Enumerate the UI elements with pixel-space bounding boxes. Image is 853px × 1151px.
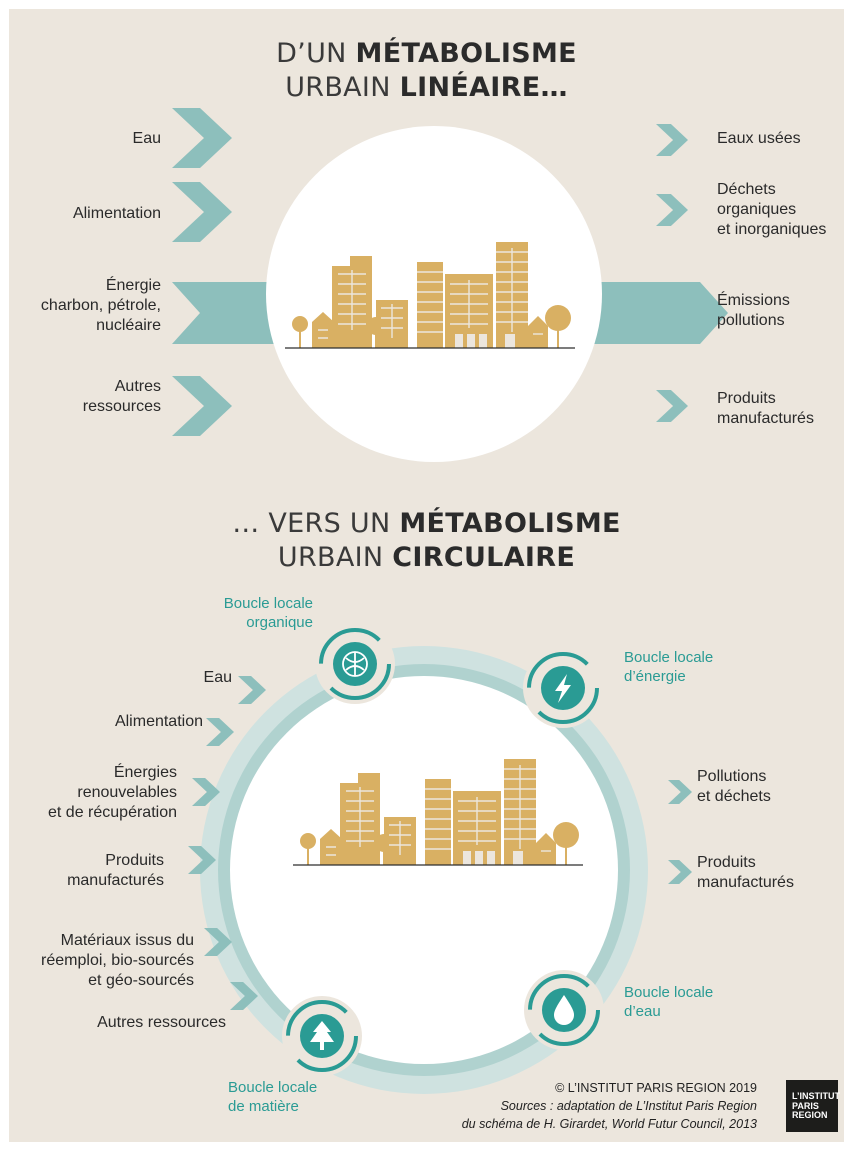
lightning-icon	[555, 674, 571, 703]
loop-organique-label: Boucle locale organique	[224, 594, 313, 632]
copyright: © L’INSTITUT PARIS REGION 2019	[555, 1081, 757, 1095]
title-linear-bold-2: LINÉAIRE…	[399, 72, 568, 103]
linear-output-arrows	[656, 124, 688, 422]
output-emissions-line1: Émissions	[717, 292, 790, 309]
loop-organique-line1: Boucle locale	[223, 595, 313, 612]
loop-energie-label: Boucle locale d’énergie	[624, 648, 713, 686]
loop-organique-badge	[315, 624, 395, 704]
output-dechets-line3: et inorganiques	[717, 221, 827, 238]
circ-output-pollutions-line1: Pollutions	[697, 768, 767, 785]
input-autres-line1: Autres	[114, 378, 161, 395]
loop-eau-label: Boucle locale d’eau	[624, 983, 713, 1021]
loop-matiere-label: Boucle locale de matière	[228, 1078, 317, 1116]
input-eau: Eau	[132, 130, 161, 147]
input-autres-line2: ressources	[82, 398, 161, 415]
circ-input-energies-line3: et de récupération	[48, 804, 177, 821]
logo-line1: L’INSTITUT	[792, 1091, 840, 1101]
loop-energie-line2: d’énergie	[624, 668, 686, 685]
circ-input-produits-line1: Produits	[105, 852, 164, 869]
circ-input-materiaux: Matériaux issus du réemploi, bio-sourcés…	[41, 931, 194, 991]
output-emissions-line2: pollutions	[717, 312, 785, 329]
circ-output-produits: Produits manufacturés	[697, 853, 794, 893]
circular-output-arrows	[668, 780, 692, 884]
title-circular-bold-2: CIRCULAIRE	[392, 542, 576, 573]
sources-line2: du schéma de H. Girardet, World Futur Co…	[461, 1117, 757, 1131]
circ-input-materiaux-line1: Matériaux issus du	[60, 932, 194, 949]
arrow-eaux-usees	[656, 124, 688, 156]
loop-eau-line1: Boucle locale	[624, 984, 714, 1001]
input-energie-line1: Énergie	[105, 277, 161, 294]
output-dechets-line2: organiques	[717, 201, 797, 218]
loop-matiere-line1: Boucle locale	[228, 1079, 318, 1096]
input-energie: Énergie charbon, pétrole, nucléaire	[41, 276, 161, 336]
institut-logo: L’INSTITUT PARIS REGION	[786, 1080, 840, 1132]
arrow-dechets	[656, 194, 688, 226]
loop-organique-line2: organique	[246, 614, 313, 631]
circ-output-pollutions: Pollutions et déchets	[697, 767, 771, 807]
title-linear-line2: URBAIN LINÉAIRE…	[0, 72, 853, 103]
title-linear-bold-1: MÉTABOLISME	[355, 38, 577, 69]
arrow-autres-ressources	[172, 376, 232, 436]
input-energie-line3: nucléaire	[96, 317, 161, 334]
water-drop-icon	[554, 995, 574, 1025]
cabbage-icon	[342, 651, 368, 677]
circ-output-produits-line2: manufacturés	[697, 874, 794, 891]
output-emissions: Émissions pollutions	[717, 291, 790, 331]
arrow-produits	[656, 390, 688, 422]
circ-input-produits: Produits manufacturés	[67, 851, 164, 891]
title-circular-line1: … VERS UN MÉTABOLISME	[0, 508, 853, 539]
arrow-eau	[172, 108, 232, 168]
title-linear-line1: D’UN MÉTABOLISME	[0, 38, 853, 69]
fir-tree-icon	[310, 1021, 334, 1050]
logo-line3: REGION	[792, 1110, 828, 1120]
title-circular-line2: URBAIN CIRCULAIRE	[0, 542, 853, 573]
loop-matiere-badge	[282, 996, 362, 1076]
loop-energie-badge	[523, 648, 603, 728]
circ-input-produits-line2: manufacturés	[67, 872, 164, 889]
output-produits-line2: manufacturés	[717, 410, 814, 427]
loop-eau-badge	[524, 970, 604, 1050]
circ-input-eau: Eau	[203, 669, 232, 686]
circ-input-autres: Autres ressources	[97, 1014, 226, 1031]
input-alimentation: Alimentation	[72, 205, 161, 222]
circ-input-materiaux-line3: et géo-sourcés	[88, 972, 194, 989]
circ-input-energies-line1: Énergies	[113, 764, 177, 781]
title-circular-light-2: URBAIN	[277, 542, 384, 573]
circ-output-pollutions-line2: et déchets	[697, 788, 771, 805]
title-linear-light-1: D’UN	[276, 38, 347, 69]
circ-input-materiaux-line2: réemploi, bio-sourcés	[41, 952, 194, 969]
output-produits: Produits manufacturés	[717, 389, 814, 429]
output-eaux-usees: Eaux usées	[717, 130, 801, 147]
input-autres-ressources: Autres ressources	[83, 377, 161, 417]
logo-line2: PARIS	[792, 1101, 819, 1111]
loop-eau-line2: d’eau	[624, 1003, 661, 1020]
title-circular-light-1: … VERS UN	[232, 508, 391, 539]
circ-output-produits-line1: Produits	[697, 854, 756, 871]
output-dechets-line1: Déchets	[717, 181, 776, 198]
circ-input-alimentation: Alimentation	[114, 713, 203, 730]
circ-input-energies: Énergies renouvelables et de récupératio…	[48, 763, 177, 823]
sources-line1: Sources : adaptation de L’Institut Paris…	[500, 1099, 757, 1113]
arrow-alimentation	[172, 182, 232, 242]
loop-energie-line1: Boucle locale	[624, 649, 714, 666]
output-dechets: Déchets organiques et inorganiques	[717, 180, 826, 240]
input-energie-line2: charbon, pétrole,	[40, 297, 161, 314]
title-circular-bold-1: MÉTABOLISME	[399, 508, 621, 539]
loop-matiere-line2: de matière	[228, 1098, 299, 1115]
output-produits-line1: Produits	[717, 390, 776, 407]
circ-input-energies-line2: renouvelables	[77, 784, 177, 801]
title-linear-light-2: URBAIN	[285, 72, 391, 103]
